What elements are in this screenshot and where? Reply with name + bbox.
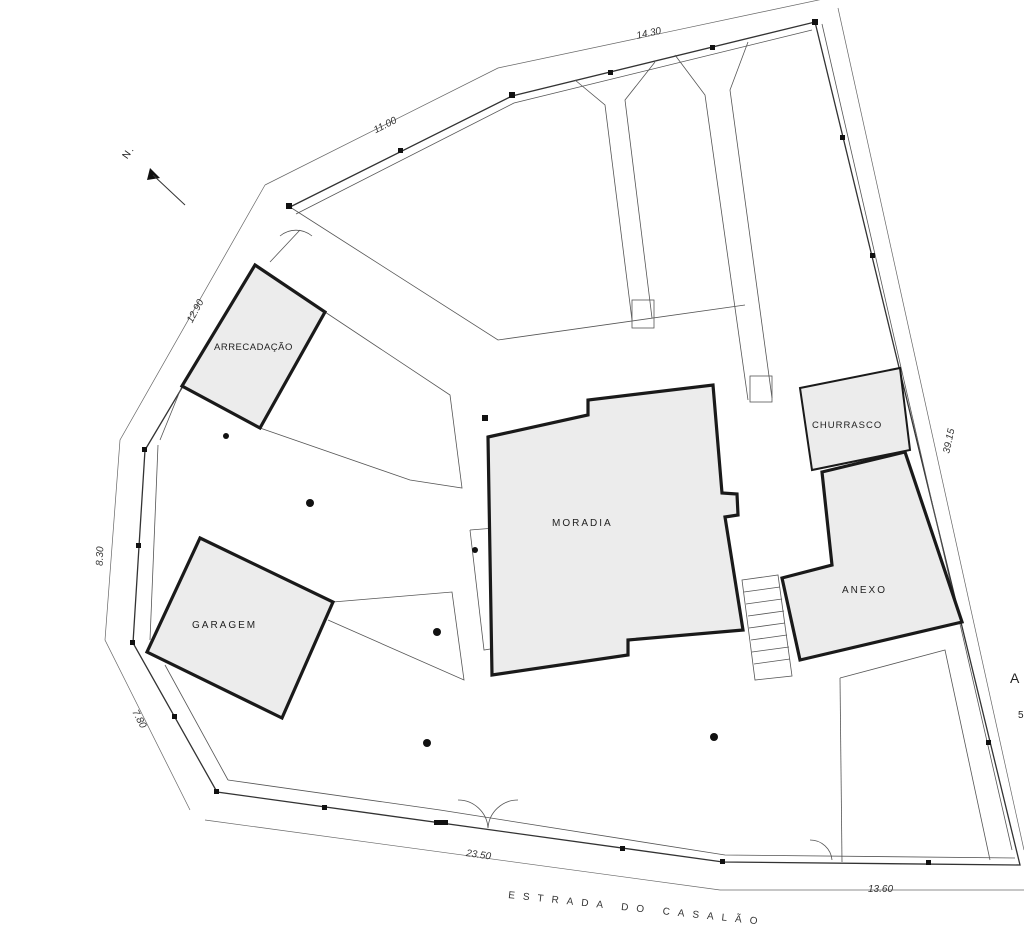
- dim-left-middle: 8.30: [95, 546, 107, 566]
- posts: [130, 19, 991, 865]
- dim-top-right: 14.30: [635, 26, 662, 42]
- north-label: N.: [121, 143, 138, 161]
- road-label: ESTRADA DO CASALÃO: [508, 888, 766, 928]
- north-arrow: N.: [121, 143, 186, 206]
- label-churrasco: CHURRASCO: [812, 420, 882, 431]
- building-anexo: [780, 450, 965, 662]
- dim-left-upper: 12.90: [185, 297, 207, 325]
- dim-bottom-left: 23.50: [464, 848, 492, 863]
- edge-digit: 5: [1018, 710, 1024, 721]
- stairs: [631, 299, 793, 681]
- label-moradia: MORADIA: [552, 518, 613, 529]
- dim-top-left: 11.00: [372, 115, 399, 136]
- dimension-lines: [104, 0, 1024, 891]
- internal-paths: [159, 41, 991, 863]
- dim-left-lower: 7.80: [129, 708, 148, 731]
- building-moradia: [486, 383, 745, 677]
- building-arrecadacao: [179, 262, 328, 431]
- building-churrasco: [798, 366, 912, 472]
- label-garagem: GARAGEM: [192, 620, 257, 631]
- label-arrecadacao: ARRECADAÇÃO: [214, 342, 293, 353]
- label-anexo: ANEXO: [842, 585, 887, 596]
- dim-right-side: 39.15: [941, 427, 957, 454]
- building-garagem: [144, 535, 336, 721]
- edge-letter: A: [1010, 670, 1021, 686]
- dim-bottom-right: 13.60: [868, 884, 893, 895]
